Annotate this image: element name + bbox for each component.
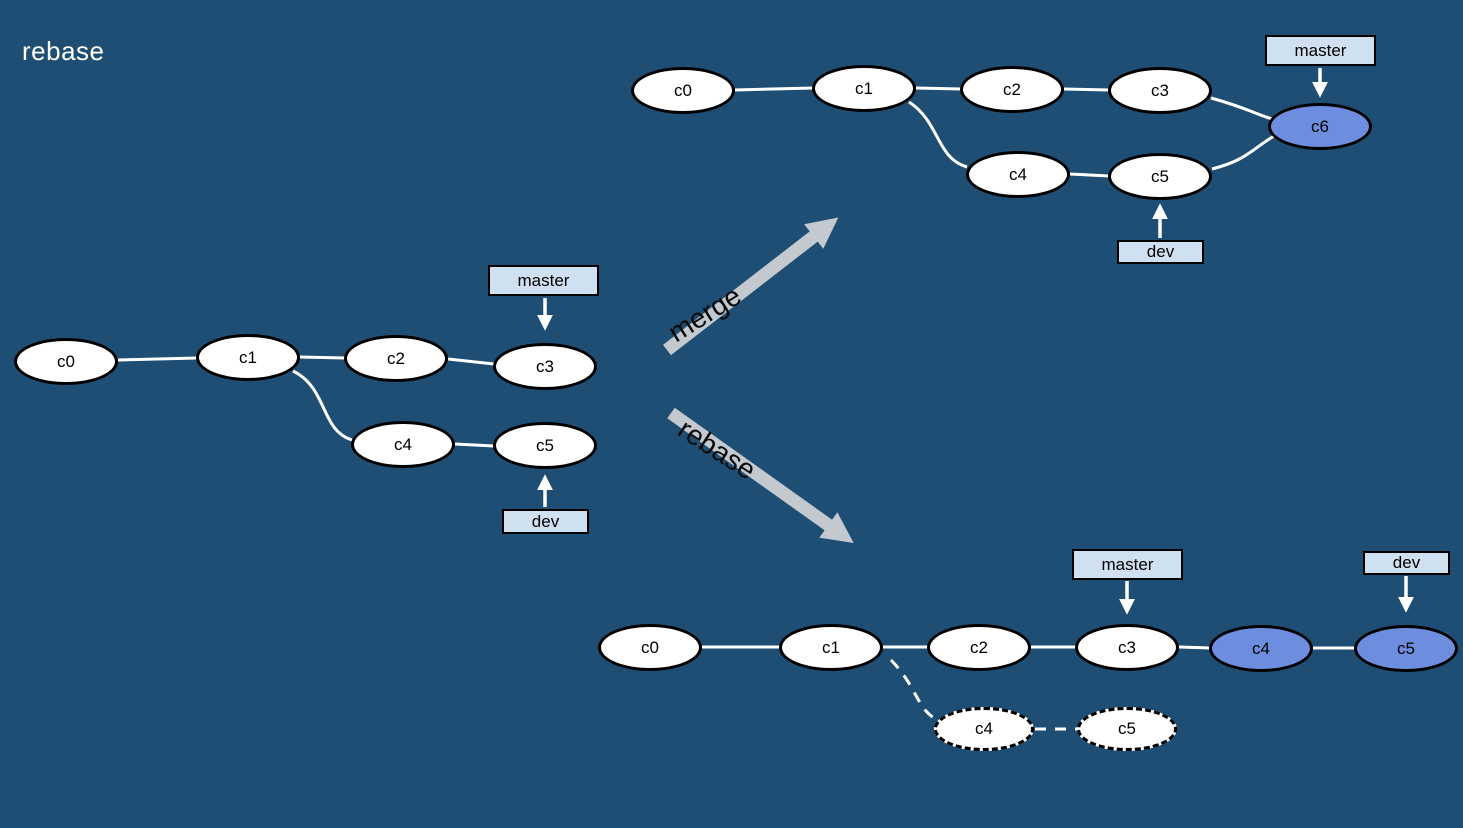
- merge-edge-c0-c1: [734, 86, 814, 92]
- merge-node-c5: c5: [1108, 153, 1212, 200]
- base-node-c5: c5: [493, 422, 597, 469]
- base-edge-c2-c3: [447, 357, 495, 366]
- merge-edge-c4-c5: [1069, 172, 1110, 178]
- base-node-c0: c0: [14, 338, 118, 385]
- base-node-c2: c2: [344, 335, 448, 382]
- rebase-master-label: master: [1072, 549, 1183, 580]
- rebase-node-c0: c0: [598, 624, 702, 671]
- base-dev-label: dev: [502, 509, 589, 534]
- merge-node-c2: c2: [960, 66, 1064, 113]
- merge-node-c0: c0: [631, 67, 735, 114]
- rebase-dashed-edge-c1-c4old: [889, 658, 938, 722]
- merge-arrow-label: merge: [663, 280, 747, 348]
- rebase-node-c5: c5: [1354, 625, 1458, 672]
- merge-node-c3: c3: [1108, 67, 1212, 114]
- base-node-c3: c3: [493, 343, 597, 390]
- diagram-title: rebase: [22, 36, 105, 66]
- rebase-node-c4-old: c4: [934, 707, 1034, 751]
- merge-edge-c5-c6: [1211, 134, 1275, 171]
- base-edge-c1-c2: [299, 355, 346, 360]
- rebase-node-c4: c4: [1209, 625, 1313, 672]
- base-edge-c0-c1: [117, 356, 198, 362]
- rebase-node-c1: c1: [779, 624, 883, 671]
- merge-node-c1: c1: [812, 65, 916, 112]
- rebase-edge-c3-c4: [1178, 645, 1211, 650]
- merge-node-c6: c6: [1268, 103, 1372, 150]
- merge-node-c4: c4: [966, 151, 1070, 198]
- merge-edge-c2-c3: [1063, 87, 1110, 92]
- merge-edge-c1-c2: [915, 86, 962, 91]
- rebase-transform-arrow: [667, 407, 854, 544]
- rebase-arrow-label: rebase: [673, 413, 762, 486]
- rebase-node-c3: c3: [1075, 624, 1179, 671]
- merge-dev-label: dev: [1117, 240, 1204, 264]
- merge-edge-c1-c4: [908, 100, 968, 169]
- merge-edge-c3-c6: [1210, 96, 1273, 121]
- rebase-dev-label: dev: [1363, 551, 1450, 575]
- merge-master-label: master: [1265, 35, 1376, 66]
- rebase-node-c2: c2: [927, 624, 1031, 671]
- merge-transform-arrow: [663, 217, 839, 356]
- base-edge-c4-c5: [454, 442, 495, 448]
- base-node-c1: c1: [196, 334, 300, 381]
- base-node-c4: c4: [351, 421, 455, 468]
- rebase-node-c5-old: c5: [1077, 707, 1177, 751]
- base-edge-c1-c4: [292, 369, 353, 442]
- base-master-label: master: [488, 265, 599, 296]
